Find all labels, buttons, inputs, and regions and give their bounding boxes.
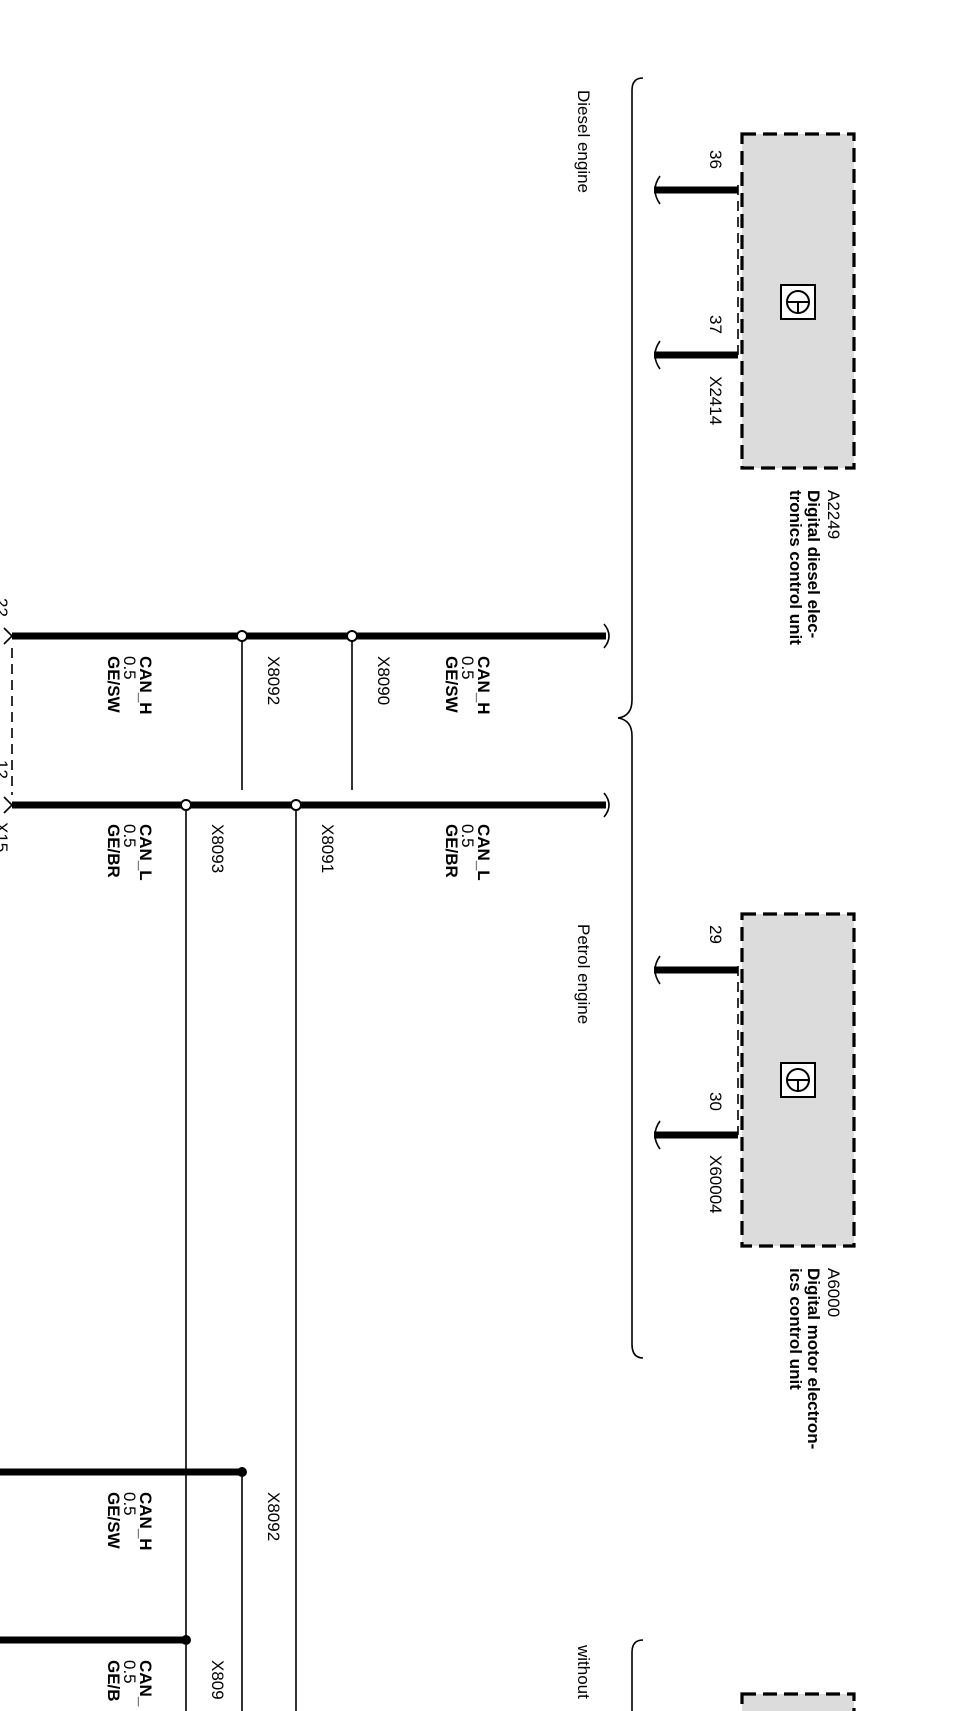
can-h-signal-lower: CAN_H xyxy=(136,656,155,715)
diesel-connector-label: X2414 xyxy=(706,376,725,425)
left-connector-pin-left: 22 xyxy=(0,598,11,617)
without-label: without xyxy=(574,1644,593,1699)
can-h-lower-color: GE/SW xyxy=(104,1492,123,1550)
splice-x8091-node xyxy=(290,799,302,811)
diesel-ecu-name-2: tronics control unit xyxy=(786,490,805,645)
can-h-size-lower: 0.5 xyxy=(120,656,139,680)
diesel-pin-36-label: 36 xyxy=(706,150,725,169)
splice-x8091-label: X8091 xyxy=(318,824,337,873)
without-ecu-box-partial xyxy=(740,1692,856,1711)
can-l-size-lower: 0.5 xyxy=(120,824,139,848)
engine-control-icon xyxy=(780,284,816,320)
diesel-pin-36-end xyxy=(654,175,661,205)
diesel-group-brace xyxy=(617,77,644,1359)
can-l-lower-color: GE/B xyxy=(104,1660,123,1702)
can-h-signal: CAN_H xyxy=(474,656,493,715)
splice-x8093-label: X8093 xyxy=(208,824,227,873)
can-h-wire-end xyxy=(603,623,610,649)
diesel-ecu-name-1: Digital diesel elec- xyxy=(804,490,823,638)
left-connector-pin-right: 12 xyxy=(0,760,11,779)
can-h-bus-lower: X8092 CAN_H 0.5 GE/SW xyxy=(0,1467,283,1711)
petrol-pin-30-end xyxy=(654,1120,661,1150)
engine-control-icon xyxy=(780,1062,816,1098)
splice-x8092-label: X8092 xyxy=(264,656,283,705)
can-l-bus-lower: X809 CAN_ 0.5 GE/B xyxy=(0,1635,227,1711)
diesel-pin-37-label: 37 xyxy=(706,315,725,334)
can-h-bus: CAN_H 0.5 GE/SW X8090 X8092 CAN_H 0.5 GE… xyxy=(12,623,610,790)
can-l-color: GE/BR xyxy=(442,824,461,878)
splice-x8090-label: X8090 xyxy=(374,656,393,705)
petrol-pin-29-end xyxy=(654,955,661,985)
can-h-size: 0.5 xyxy=(458,656,477,680)
without-group-brace xyxy=(631,1639,644,1711)
petrol-ecu-id: A6000 xyxy=(824,1268,843,1317)
petrol-ecu-name-2: ics control unit xyxy=(786,1268,805,1390)
can-l-bus: CAN_L 0.5 GE/BR X8091 X8093 CAN_L 0.5 GE… xyxy=(12,792,610,1711)
can-h-color: GE/SW xyxy=(442,656,461,714)
left-connector-label: X15 xyxy=(0,822,11,852)
can-h-lower-size: 0.5 xyxy=(120,1492,139,1516)
can-h-color-lower: GE/SW xyxy=(104,656,123,714)
petrol-pin-29-label: 29 xyxy=(706,925,725,944)
can-l-size: 0.5 xyxy=(458,824,477,848)
petrol-pin-30-label: 30 xyxy=(706,1092,725,1111)
diesel-pin-37-end xyxy=(654,340,661,370)
can-h-lower-signal: CAN_H xyxy=(136,1492,155,1551)
diesel-engine-label: Diesel engine xyxy=(574,90,593,193)
can-l-signal: CAN_L xyxy=(474,824,493,881)
petrol-ecu: 29 30 X60004 A6000 Digital motor electro… xyxy=(654,912,856,1449)
splice-x8093-lower-label: X809 xyxy=(208,1660,227,1700)
can-l-color-lower: GE/BR xyxy=(104,824,123,878)
petrol-engine-label: Petrol engine xyxy=(574,924,593,1024)
splice-x8090-node xyxy=(346,630,358,642)
diesel-ecu: 36 37 X2414 A2249 Digital diesel elec- t… xyxy=(654,132,856,645)
can-l-lower-size: 0.5 xyxy=(120,1660,139,1684)
diesel-ecu-id: A2249 xyxy=(824,490,843,539)
can-l-signal-lower: CAN_L xyxy=(136,824,155,881)
splice-x8093-lower-node xyxy=(181,1635,191,1645)
splice-x8092-lower-label: X8092 xyxy=(264,1492,283,1541)
can-l-lower-signal: CAN_ xyxy=(136,1660,155,1707)
splice-x8092-node xyxy=(236,630,248,642)
petrol-connector-label: X60004 xyxy=(706,1155,725,1214)
can-l-wire-end xyxy=(603,792,610,818)
splice-x8093-node xyxy=(180,799,192,811)
left-connector: 22 12 X15 xyxy=(0,598,14,852)
petrol-ecu-name-1: Digital motor electron- xyxy=(804,1268,823,1449)
